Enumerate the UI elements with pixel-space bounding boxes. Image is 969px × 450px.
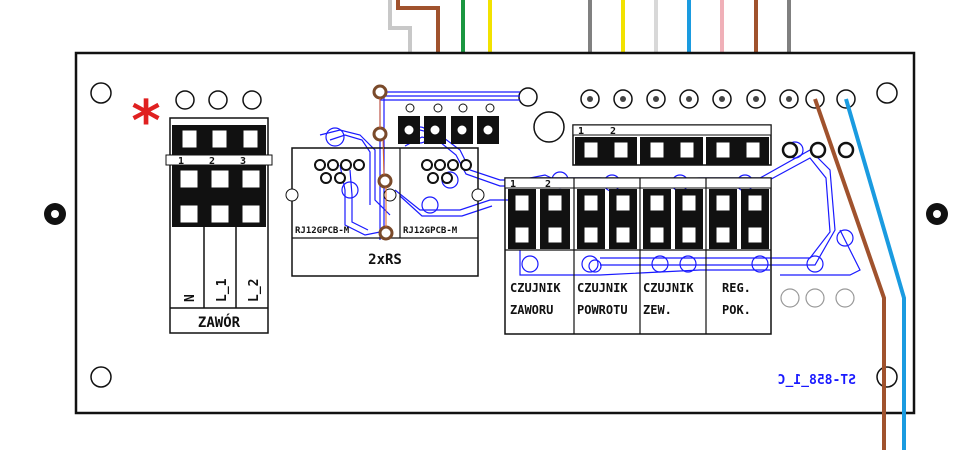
sensor-connector: 1 2 CZUJNIK ZAWORU CZUJNIK POWROTU CZUJN… (504, 177, 772, 335)
side-mount-holes (44, 203, 948, 225)
sensor-label-valve-1: CZUJNIK (510, 281, 561, 295)
terminal-n: N (183, 294, 198, 302)
terminal-l2: L_2 (247, 279, 262, 302)
corner-holes (90, 82, 898, 388)
warning-asterisk: * (131, 89, 160, 154)
right-small-holes (780, 288, 855, 308)
wire-blue-right (844, 98, 906, 450)
valve-pin-1: 1 (178, 156, 184, 167)
sensor-pin-2: 2 (545, 179, 551, 190)
sensor-label-return-2: POWROTU (577, 303, 628, 317)
sensor-label-outdoor-2: ZEW. (643, 303, 672, 317)
rs-label: 2xRS (368, 252, 402, 268)
sensor-label-valve-2: ZAWORU (510, 303, 553, 317)
sensor-label-outdoor-1: CZUJNIK (643, 281, 694, 295)
valve-pin-2: 2 (209, 156, 215, 167)
sensor-pin-1: 1 (510, 179, 516, 190)
wire-dots (587, 96, 792, 102)
sensor-label-return-1: CZUJNIK (577, 281, 628, 295)
rs-socket-1-label: RJ12GPCB-M (295, 226, 350, 236)
upper-terminal-row: 1 2 (572, 124, 772, 166)
rs-header (398, 103, 499, 144)
terminal-l1: L_1 (215, 278, 230, 302)
wire-brown-right (813, 98, 886, 450)
components-cluster (781, 141, 855, 159)
upper-pin-1a: 1 (578, 126, 584, 137)
valve-label: ZAWÓR (198, 313, 241, 331)
valve-pin-3: 3 (240, 156, 246, 167)
rs-pads (372, 84, 394, 241)
valve-connector: 1 2 3 N L_1 L_2 ZAWÓR (165, 117, 273, 334)
rs-socket-2-label: RJ12GPCB-M (403, 226, 458, 236)
sensor-label-room-2: POK. (722, 303, 751, 317)
board-code: ST-858_1_C (778, 373, 856, 388)
sensor-label-room-1: REG. (722, 281, 751, 295)
upper-pin-2a: 2 (610, 126, 616, 137)
